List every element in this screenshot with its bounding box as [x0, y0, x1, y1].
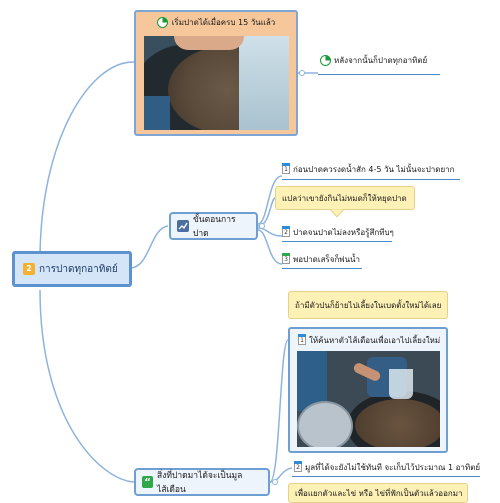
progress-quarter-icon	[156, 17, 168, 28]
steps-node[interactable]: ขั้นตอนการปาด	[169, 212, 258, 240]
quote-icon: “	[142, 476, 154, 488]
callout-pointer	[330, 209, 344, 217]
root-label: การปาดทุกอาทิตย์	[39, 263, 118, 275]
step-2[interactable]: 2 ปาดจนปาดไม่ลงหรือรู้สึกทีบๆ	[282, 226, 394, 239]
after-note[interactable]: หลังจากนั้นก็ปาดทุกอาทิตย์	[320, 54, 427, 67]
worm-sorting-photo	[297, 351, 440, 447]
flag-blue-icon: 2	[294, 461, 302, 472]
worm-card-title: 1 ให้ค้นหาตัวไส้เดือนเพื่อเอาไปเลี้ยงใหม…	[298, 334, 440, 347]
chart-icon	[177, 220, 189, 232]
root-node[interactable]: 2 การปาดทุกอาทิตย์	[12, 251, 132, 287]
stop-callout: แปลว่าเขายังกินไม่หมดก็ให้หยุดปาด	[275, 186, 415, 210]
flag-blue-icon: 1	[298, 334, 306, 345]
number-badge: 2	[23, 263, 35, 275]
progress-quarter-icon	[320, 55, 331, 66]
step-3-underline	[282, 268, 362, 269]
worm-item-2-underline	[292, 476, 480, 477]
flag-blue-icon: 1	[282, 163, 290, 174]
step-1[interactable]: 1 ก่อนปาดควรงดน้ำสัก 4-5 วัน ไม่นั้นจะปา…	[282, 163, 454, 176]
worm-callout-top: ถ้ามีตัวปนก็ย้ายไปเลี้ยงในเบดตั้งใหม่ได้…	[288, 291, 448, 319]
worm-card[interactable]: 1 ให้ค้นหาตัวไส้เดือนเพื่อเอาไปเลี้ยงใหม…	[288, 327, 448, 453]
flag-blue-icon: 2	[282, 226, 290, 237]
step-2-underline	[282, 241, 392, 242]
flag-green-icon: 3	[282, 253, 290, 264]
step-1-underline	[282, 179, 460, 180]
step-3[interactable]: 3 พอปาดเสร็จก็พ่นน้ำ	[282, 253, 360, 266]
after-note-underline	[318, 74, 440, 75]
worm-callout-bottom: เพื่อแยกตัวและไข่ หรือ ไข่ที่ฟักเป็นตัวแ…	[288, 483, 468, 503]
worm-node[interactable]: “ สิ่งที่ปาดมาได้จะเป็นมูลไส้เดือน	[134, 468, 270, 496]
worm-item-2[interactable]: 2 มูลที่ได้จะยังไม่ใช้ทันที จะเก็บไว้ประ…	[294, 461, 480, 474]
sieving-compost-photo	[144, 36, 289, 130]
start-card[interactable]: เริ่มปาดได้เมื่อครบ 15 วันแล้ว	[134, 10, 298, 136]
start-card-title: เริ่มปาดได้เมื่อครบ 15 วันแล้ว	[136, 16, 296, 29]
